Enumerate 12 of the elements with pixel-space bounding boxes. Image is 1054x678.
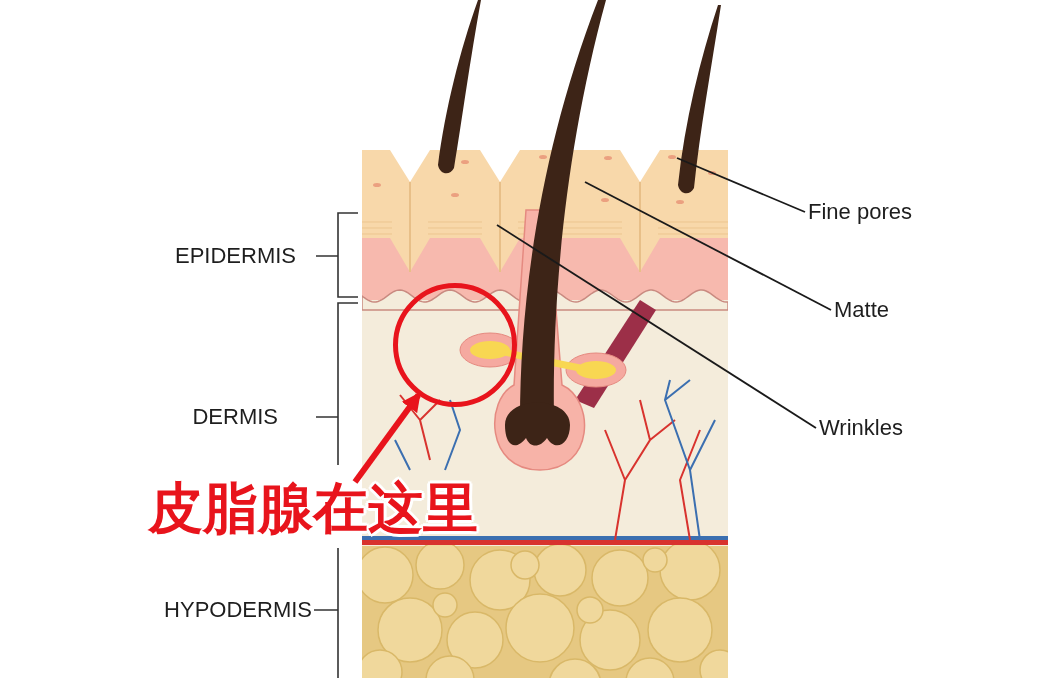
annotation-text: 皮脂腺在这里 xyxy=(148,476,478,540)
callout-label: Wrinkles xyxy=(819,416,903,440)
callout-label: Fine pores xyxy=(808,200,912,224)
layer-label: HYPODERMIS xyxy=(164,598,312,622)
leader-line xyxy=(584,181,832,311)
arrow xyxy=(352,392,421,484)
leader-line xyxy=(676,157,806,213)
highlight-circle xyxy=(393,283,517,407)
callout-label: Matte xyxy=(834,298,890,322)
layer-label: DERMIS xyxy=(192,405,278,429)
leader-line xyxy=(496,224,817,429)
layer-label: EPIDERMIS xyxy=(174,244,296,268)
